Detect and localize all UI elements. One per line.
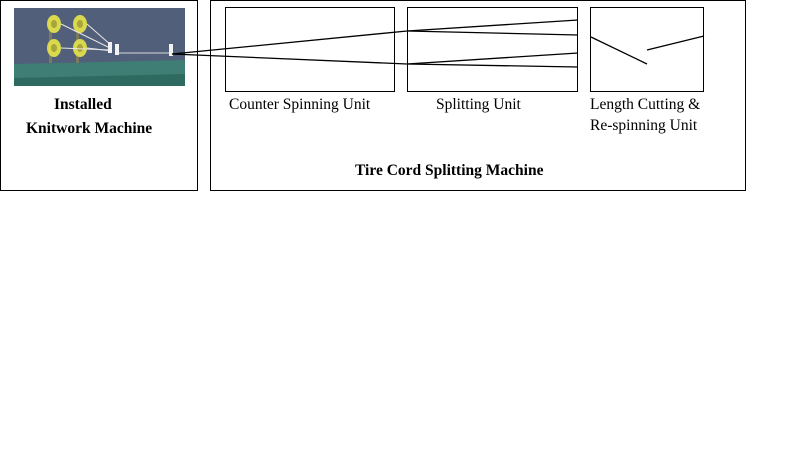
tire-cord-machine-title: Tire Cord Splitting Machine <box>355 162 544 179</box>
knitting-machine-photo-icon <box>14 8 185 86</box>
counter-spinning-unit-label: Counter Spinning Unit <box>229 96 371 113</box>
splitting-unit-label: Splitting Unit <box>436 96 521 113</box>
splitting-unit-box <box>407 7 578 92</box>
length-cutting-unit-label-line2: Re-spinning Unit <box>590 117 698 134</box>
counter-spinning-unit-box <box>225 7 395 92</box>
installed-machine-label-line2: Knitwork Machine <box>26 120 153 137</box>
length-cutting-unit-label-line1: Length Cutting & <box>590 96 701 113</box>
installed-machine-label-line1: Installed <box>54 96 112 113</box>
length-cutting-unit-box <box>590 7 704 92</box>
